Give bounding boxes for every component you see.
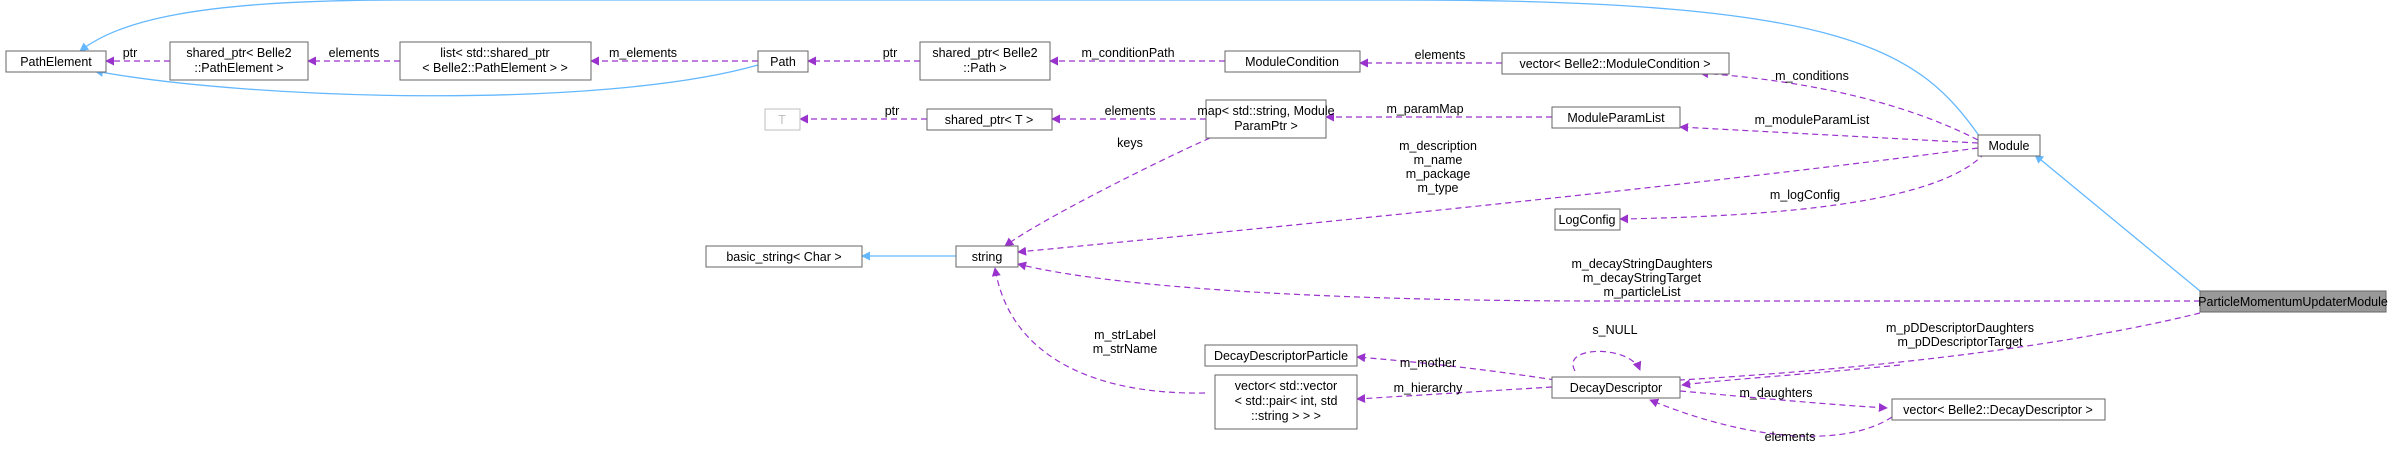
node-vector-vector-pair-line1: vector< std::vector — [1235, 379, 1337, 393]
label-m-param-map: m_paramMap — [1386, 102, 1463, 116]
node-path-label: Path — [770, 55, 796, 69]
label-elements-2: elements — [1415, 48, 1466, 62]
node-log-config-label: LogConfig — [1559, 213, 1616, 227]
node-map-string-param-line2: ParamPtr > — [1234, 119, 1298, 133]
label-m-decay-string-daughters: m_decayStringDaughters — [1571, 257, 1712, 271]
edge-m-module-param-list — [1679, 122, 1979, 144]
node-shared-ptr-t-label: shared_ptr< T > — [945, 113, 1034, 127]
node-vector-vector-pair-line2: < std::pair< int, std — [1235, 394, 1338, 408]
label-m-hierarchy: m_hierarchy — [1394, 381, 1464, 395]
node-vector-decay-descriptor-label: vector< Belle2::DecayDescriptor > — [1903, 403, 2093, 417]
node-vector-vector-pair-line3: ::string > > > — [1251, 409, 1321, 423]
edge-m-daughters — [1679, 390, 1888, 413]
node-vector-vector-pair[interactable]: vector< std::vector < std::pair< int, st… — [1214, 374, 1358, 430]
node-module-condition[interactable]: ModuleCondition — [1224, 50, 1361, 73]
label-m-type: m_type — [1418, 181, 1459, 195]
node-particle-momentum-updater-module-label: ParticleMomentumUpdaterModule — [2198, 295, 2388, 309]
node-path-element[interactable]: PathElement — [5, 50, 107, 73]
node-list-shared-ptr[interactable]: list< std::shared_ptr < Belle2::PathElem… — [399, 41, 592, 81]
label-m-description: m_description — [1399, 139, 1477, 153]
node-shared-ptr-path-element-line1: shared_ptr< Belle2 — [186, 46, 291, 60]
edges — [79, 0, 2201, 437]
node-module-label: Module — [1989, 139, 2030, 153]
node-t-label: T — [778, 113, 786, 127]
label-m-module-param-list: m_moduleParamList — [1755, 113, 1870, 127]
node-map-string-param-line1: map< std::string, Module — [1197, 104, 1334, 118]
edge-labels: ptr elements m_elements ptr m_conditionP… — [123, 46, 2034, 444]
label-m-log-config: m_logConfig — [1770, 188, 1840, 202]
node-module-param-list[interactable]: ModuleParamList — [1551, 106, 1681, 129]
edge-m-conditions — [1699, 69, 1979, 141]
label-m-conditions: m_conditions — [1775, 69, 1849, 83]
label-m-particle-list: m_particleList — [1603, 285, 1681, 299]
node-shared-ptr-t[interactable]: shared_ptr< T > — [926, 108, 1053, 131]
node-module-param-list-label: ModuleParamList — [1567, 111, 1665, 125]
edge-keys — [1004, 137, 1211, 247]
node-list-shared-ptr-line2: < Belle2::PathElement > > — [422, 61, 568, 75]
edge-str-labels — [991, 267, 1206, 394]
node-path-element-label: PathElement — [20, 55, 92, 69]
node-vector-module-condition-label: vector< Belle2::ModuleCondition > — [1519, 57, 1710, 71]
label-m-str-name: m_strName — [1093, 342, 1158, 356]
label-m-decay-string-target: m_decayStringTarget — [1583, 271, 1702, 285]
edge-s-null — [1572, 350, 1642, 372]
node-module[interactable]: Module — [1977, 134, 2041, 157]
label-m-package: m_package — [1406, 167, 1471, 181]
label-elements-4: elements — [1765, 430, 1816, 444]
label-keys: keys — [1117, 136, 1143, 150]
node-decay-descriptor[interactable]: DecayDescriptor — [1551, 376, 1681, 399]
edge-elements-4 — [1649, 398, 1893, 437]
label-m-condition-path: m_conditionPath — [1081, 46, 1174, 60]
node-log-config[interactable]: LogConfig — [1554, 208, 1621, 231]
edge-module-strings — [1017, 147, 1979, 256]
node-t[interactable]: T — [764, 108, 801, 131]
edge-path-inherits-path-element — [94, 64, 759, 97]
label-ptr-1: ptr — [123, 46, 138, 60]
node-string[interactable]: string — [955, 245, 1019, 268]
node-string-label: string — [972, 250, 1003, 264]
node-shared-ptr-path-line2: ::Path > — [963, 61, 1006, 75]
node-decay-descriptor-label: DecayDescriptor — [1570, 381, 1662, 395]
label-m-elements: m_elements — [609, 46, 677, 60]
node-basic-string-label: basic_string< Char > — [726, 250, 841, 264]
node-particle-momentum-updater-module[interactable]: ParticleMomentumUpdaterModule — [2198, 290, 2388, 313]
label-s-null: s_NULL — [1592, 323, 1637, 337]
node-shared-ptr-path-element-line2: ::PathElement > — [194, 61, 283, 75]
label-m-str-label: m_strLabel — [1094, 328, 1156, 342]
node-list-shared-ptr-line1: list< std::shared_ptr — [440, 46, 549, 60]
label-m-pd-descriptor-target: m_pDDescriptorTarget — [1897, 335, 2023, 349]
label-elements-1: elements — [329, 46, 380, 60]
label-elements-3: elements — [1105, 104, 1156, 118]
label-ptr-3: ptr — [885, 104, 900, 118]
node-decay-descriptor-particle[interactable]: DecayDescriptorParticle — [1204, 344, 1358, 367]
node-module-condition-label: ModuleCondition — [1245, 55, 1339, 69]
label-m-pd-descriptor-daughters: m_pDDescriptorDaughters — [1886, 321, 2034, 335]
edge-m-log-config — [1619, 152, 1986, 224]
node-map-string-param[interactable]: map< std::string, Module ParamPtr > — [1197, 99, 1335, 139]
edge-m-hierarchy — [1356, 386, 1553, 403]
label-m-mother: m_mother — [1400, 356, 1456, 370]
node-path[interactable]: Path — [757, 50, 809, 73]
node-shared-ptr-path-line1: shared_ptr< Belle2 — [932, 46, 1037, 60]
node-vector-decay-descriptor[interactable]: vector< Belle2::DecayDescriptor > — [1891, 398, 2106, 421]
label-m-name: m_name — [1414, 153, 1463, 167]
edge-module-inherits-path-element — [79, 0, 1983, 141]
node-decay-descriptor-particle-label: DecayDescriptorParticle — [1214, 349, 1348, 363]
node-basic-string[interactable]: basic_string< Char > — [705, 245, 863, 268]
label-m-daughters: m_daughters — [1740, 386, 1813, 400]
node-shared-ptr-path-element[interactable]: shared_ptr< Belle2 ::PathElement > — [169, 41, 309, 81]
edge-updater-strings — [1017, 261, 2200, 302]
label-ptr-2: ptr — [883, 46, 898, 60]
node-shared-ptr-path[interactable]: shared_ptr< Belle2 ::Path > — [919, 41, 1051, 81]
node-vector-module-condition[interactable]: vector< Belle2::ModuleCondition > — [1501, 52, 1730, 75]
edge-updater-inherits-module — [2034, 154, 2201, 292]
edge-m-pdescriptor-head — [1681, 364, 1901, 389]
edge-m-pdescriptor — [1679, 312, 2201, 388]
edge-m-mother — [1356, 353, 1556, 381]
nodes: PathElement shared_ptr< Belle2 ::PathEle… — [5, 41, 2388, 430]
